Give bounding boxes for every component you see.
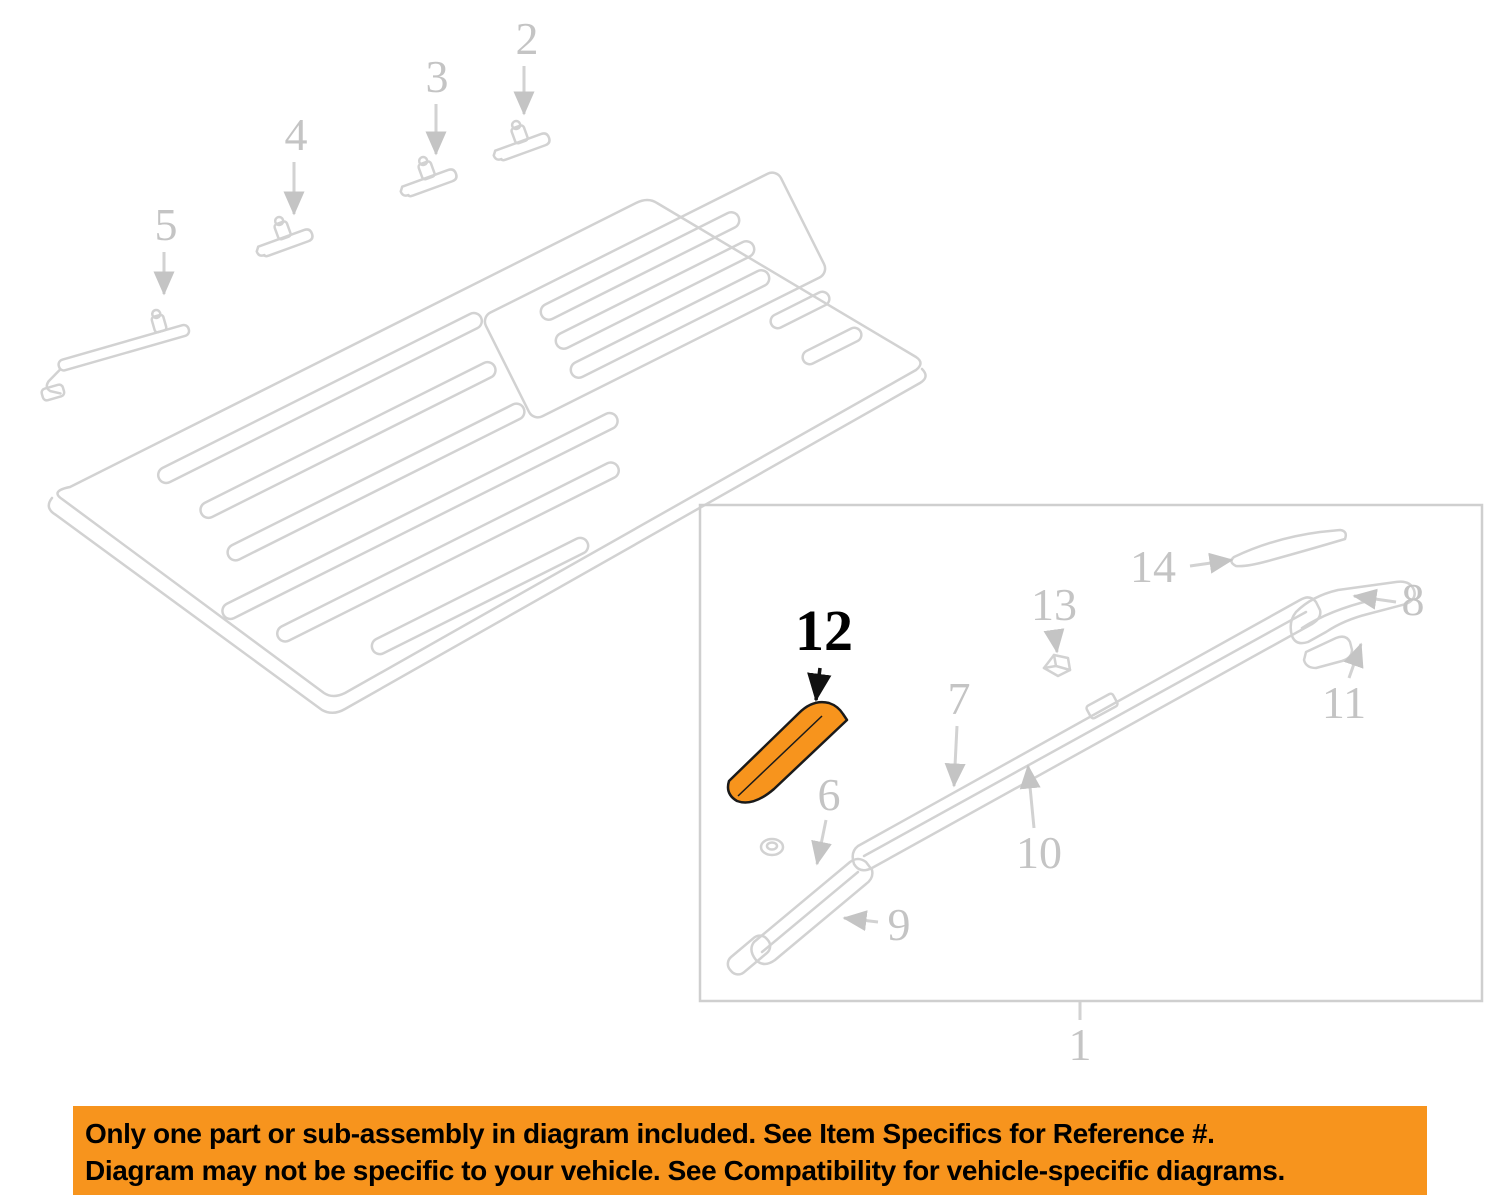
callout-13: 13	[1031, 579, 1077, 630]
callout-arrow-7	[944, 725, 966, 788]
callout-1: 1	[1068, 1019, 1092, 1070]
roof-rib-drawing	[156, 311, 620, 656]
callout-3: 3	[425, 51, 449, 102]
callout-6: 6	[817, 769, 841, 820]
roof-rail-drawing	[726, 596, 1322, 976]
callout-arrow-14	[1189, 552, 1234, 574]
highlighted-part-12	[726, 700, 849, 804]
callout-11: 11	[1321, 677, 1367, 728]
callout-arrows	[153, 66, 1397, 1020]
rail-end-cap-drawing	[1289, 580, 1416, 670]
inset-box	[698, 503, 1484, 1003]
clip-drawing-2	[492, 119, 551, 162]
callout-5: 5	[154, 199, 178, 250]
callout-arrow-11	[1343, 642, 1364, 679]
notice-banner-line2: Diagram may not be specific to your vehi…	[85, 1155, 1285, 1186]
callout-7: 7	[947, 673, 971, 724]
roof-panel-drawing	[47, 171, 927, 714]
callout-10: 10	[1016, 827, 1062, 878]
clip-drawing-4	[255, 215, 314, 258]
callout-arrow-13	[1043, 628, 1065, 654]
callout-arrow-12	[807, 667, 832, 702]
sunroof-drawing	[483, 171, 863, 419]
callout-12-highlighted: 12	[795, 598, 853, 663]
callout-2: 2	[515, 13, 539, 64]
grommet-6-drawing	[759, 837, 785, 857]
clip-drawing-3	[399, 155, 458, 198]
rail-cover-strip-drawing	[1230, 528, 1348, 568]
callout-arrow-10	[1019, 764, 1041, 829]
callout-arrow-9	[842, 910, 879, 932]
callout-9: 9	[887, 899, 911, 950]
callout-4: 4	[284, 109, 308, 160]
callout-14: 14	[1130, 541, 1176, 592]
notice-banner: Only one part or sub-assembly in diagram…	[73, 1106, 1427, 1195]
notice-banner-line1: Only one part or sub-assembly in diagram…	[85, 1118, 1215, 1149]
callout-8: 8	[1401, 574, 1425, 625]
clip-drawing-5	[40, 308, 191, 402]
callout-arrow-6	[811, 819, 832, 866]
callout-arrow-8	[1352, 588, 1397, 610]
clip-13-drawing	[1042, 653, 1072, 678]
